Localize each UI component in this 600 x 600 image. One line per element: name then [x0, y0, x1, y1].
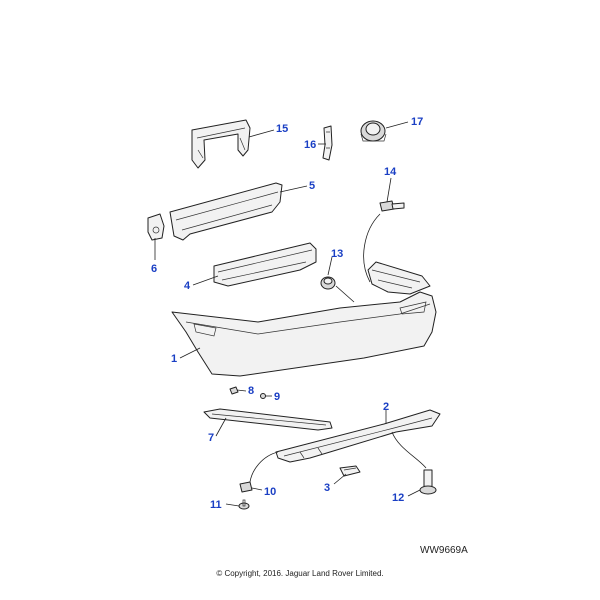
part-9-fastener — [260, 393, 266, 399]
part-7-trim-strip — [203, 408, 333, 431]
part-13-grommet — [320, 276, 336, 290]
part-15-bracket — [191, 119, 251, 169]
callout-5: 5 — [309, 180, 315, 192]
callout-1: 1 — [171, 353, 177, 365]
callout-11: 11 — [210, 499, 222, 511]
callout-8: 8 — [248, 385, 254, 397]
diagram-reference: WW9669A — [420, 545, 468, 556]
part-10-clip — [239, 481, 253, 493]
part-14-bolt — [379, 200, 405, 212]
callout-13: 13 — [331, 248, 343, 260]
part-4-absorber — [213, 242, 317, 287]
callout-12: 12 — [392, 492, 404, 504]
callout-4: 4 — [184, 280, 191, 292]
part-2-valance — [275, 409, 441, 463]
callout-6: 6 — [151, 263, 157, 275]
copyright-notice: © Copyright, 2016. Jaguar Land Rover Lim… — [216, 569, 384, 578]
leader-lines — [154, 121, 427, 507]
callout-3: 3 — [324, 482, 330, 494]
callout-9: 9 — [274, 391, 280, 403]
part-5-beam — [169, 182, 283, 241]
part-17-grommet — [360, 120, 387, 142]
part-3-bracket — [339, 465, 361, 477]
callout-17: 17 — [411, 116, 423, 128]
part-12-rivet — [419, 469, 437, 495]
callout-14: 14 — [384, 166, 397, 178]
callout-10: 10 — [264, 486, 276, 498]
part-6-bracket — [147, 213, 165, 241]
callout-16: 16 — [304, 139, 316, 151]
callout-15: 15 — [276, 123, 288, 135]
callout-7: 7 — [208, 432, 214, 444]
part-11-rivet — [238, 499, 250, 510]
callout-2: 2 — [383, 401, 389, 413]
part-1-bumper-cover — [171, 261, 437, 377]
part-8-fastener — [229, 386, 239, 395]
part-16-clip — [322, 125, 333, 161]
